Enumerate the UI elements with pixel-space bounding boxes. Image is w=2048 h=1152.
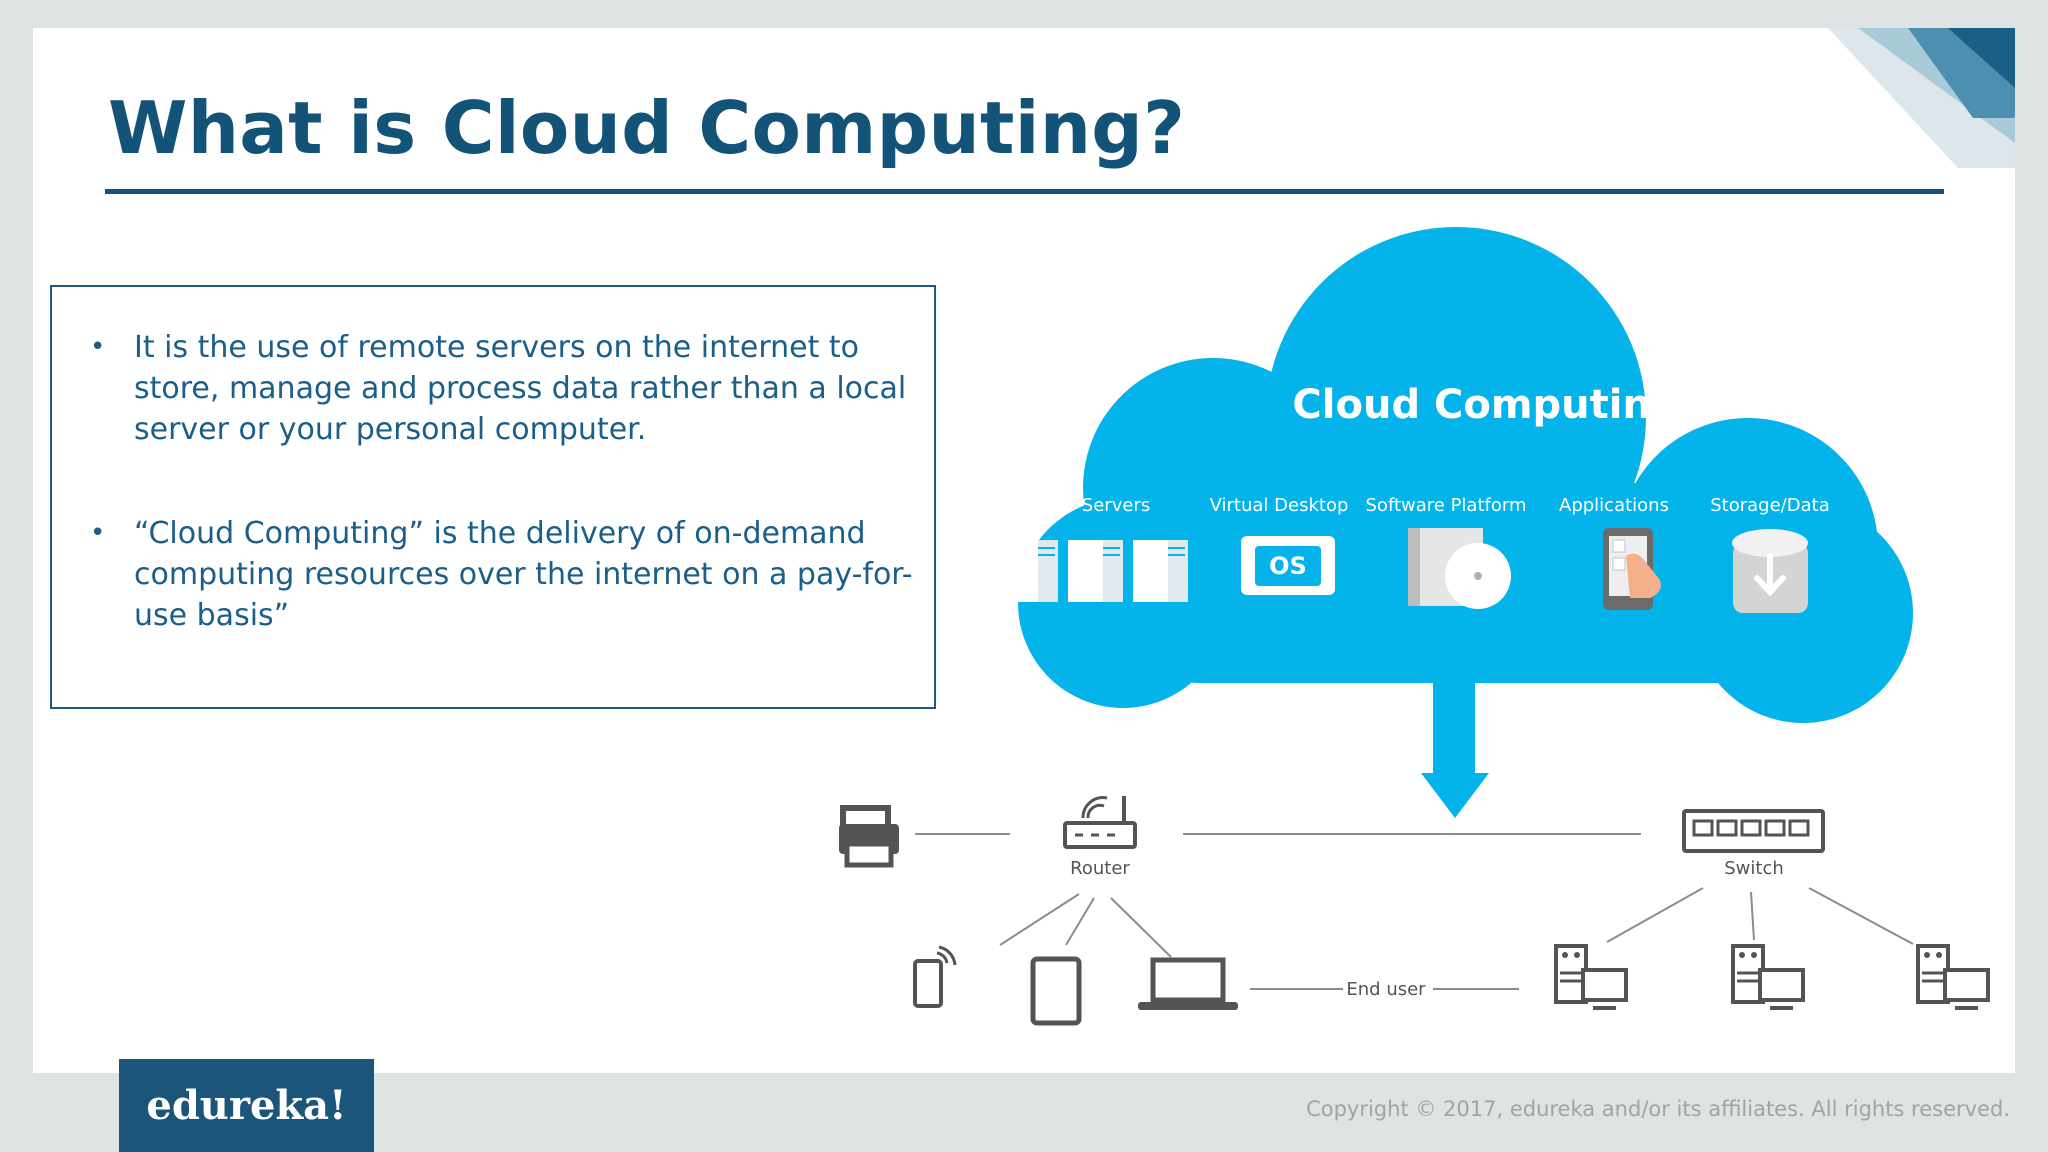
bullet-item: “Cloud Computing” is the delivery of on-…: [90, 513, 920, 636]
bullet-item: It is the use of remote servers on the i…: [90, 327, 920, 450]
cloud-shape: [1018, 227, 1913, 818]
edureka-logo: edureka!: [119, 1059, 374, 1152]
applications-icon: [1603, 528, 1661, 610]
storage-icon: [1732, 529, 1808, 613]
printer-icon: [839, 805, 899, 868]
service-label-software-platform: Software Platform: [1366, 495, 1527, 516]
title-divider: [105, 189, 1944, 194]
page-title: What is Cloud Computing?: [108, 86, 1186, 170]
service-label-storage: Storage/Data: [1710, 495, 1829, 516]
workstation-icon: [1916, 944, 1990, 1010]
switch-label: Switch: [1724, 858, 1784, 879]
copyright-text: Copyright © 2017, edureka and/or its aff…: [1306, 1097, 2010, 1121]
definition-box: It is the use of remote servers on the i…: [50, 285, 936, 709]
network-links: [915, 833, 1914, 990]
cloud-title: Cloud Computing: [1292, 382, 1679, 428]
virtual-desktop-icon: OS: [1241, 536, 1335, 595]
bullet-list: It is the use of remote servers on the i…: [90, 327, 920, 699]
service-label-servers: Servers: [1082, 495, 1150, 516]
servers-icon: [1003, 540, 1188, 602]
service-label-virtual-desktop: Virtual Desktop: [1210, 495, 1349, 516]
workstation-icon: [1554, 944, 1628, 1010]
cloud-diagram: Cloud Computing Servers Virtual Desktop …: [839, 227, 1990, 1026]
phone-icon: [913, 945, 957, 1008]
laptop-icon: [1138, 957, 1238, 1010]
os-label: OS: [1269, 552, 1307, 580]
corner-decoration: [1828, 28, 2015, 168]
slide: What is Cloud Computing? It is the use o…: [33, 28, 2015, 1073]
workstation-icon: [1731, 944, 1805, 1010]
end-user-label: End user: [1346, 979, 1426, 1000]
router-label: Router: [1070, 858, 1130, 879]
tablet-icon: [1030, 956, 1082, 1026]
service-label-applications: Applications: [1559, 495, 1669, 516]
switch-icon: [1682, 809, 1825, 853]
router-icon: [1063, 796, 1137, 849]
software-platform-icon: [1408, 528, 1511, 609]
